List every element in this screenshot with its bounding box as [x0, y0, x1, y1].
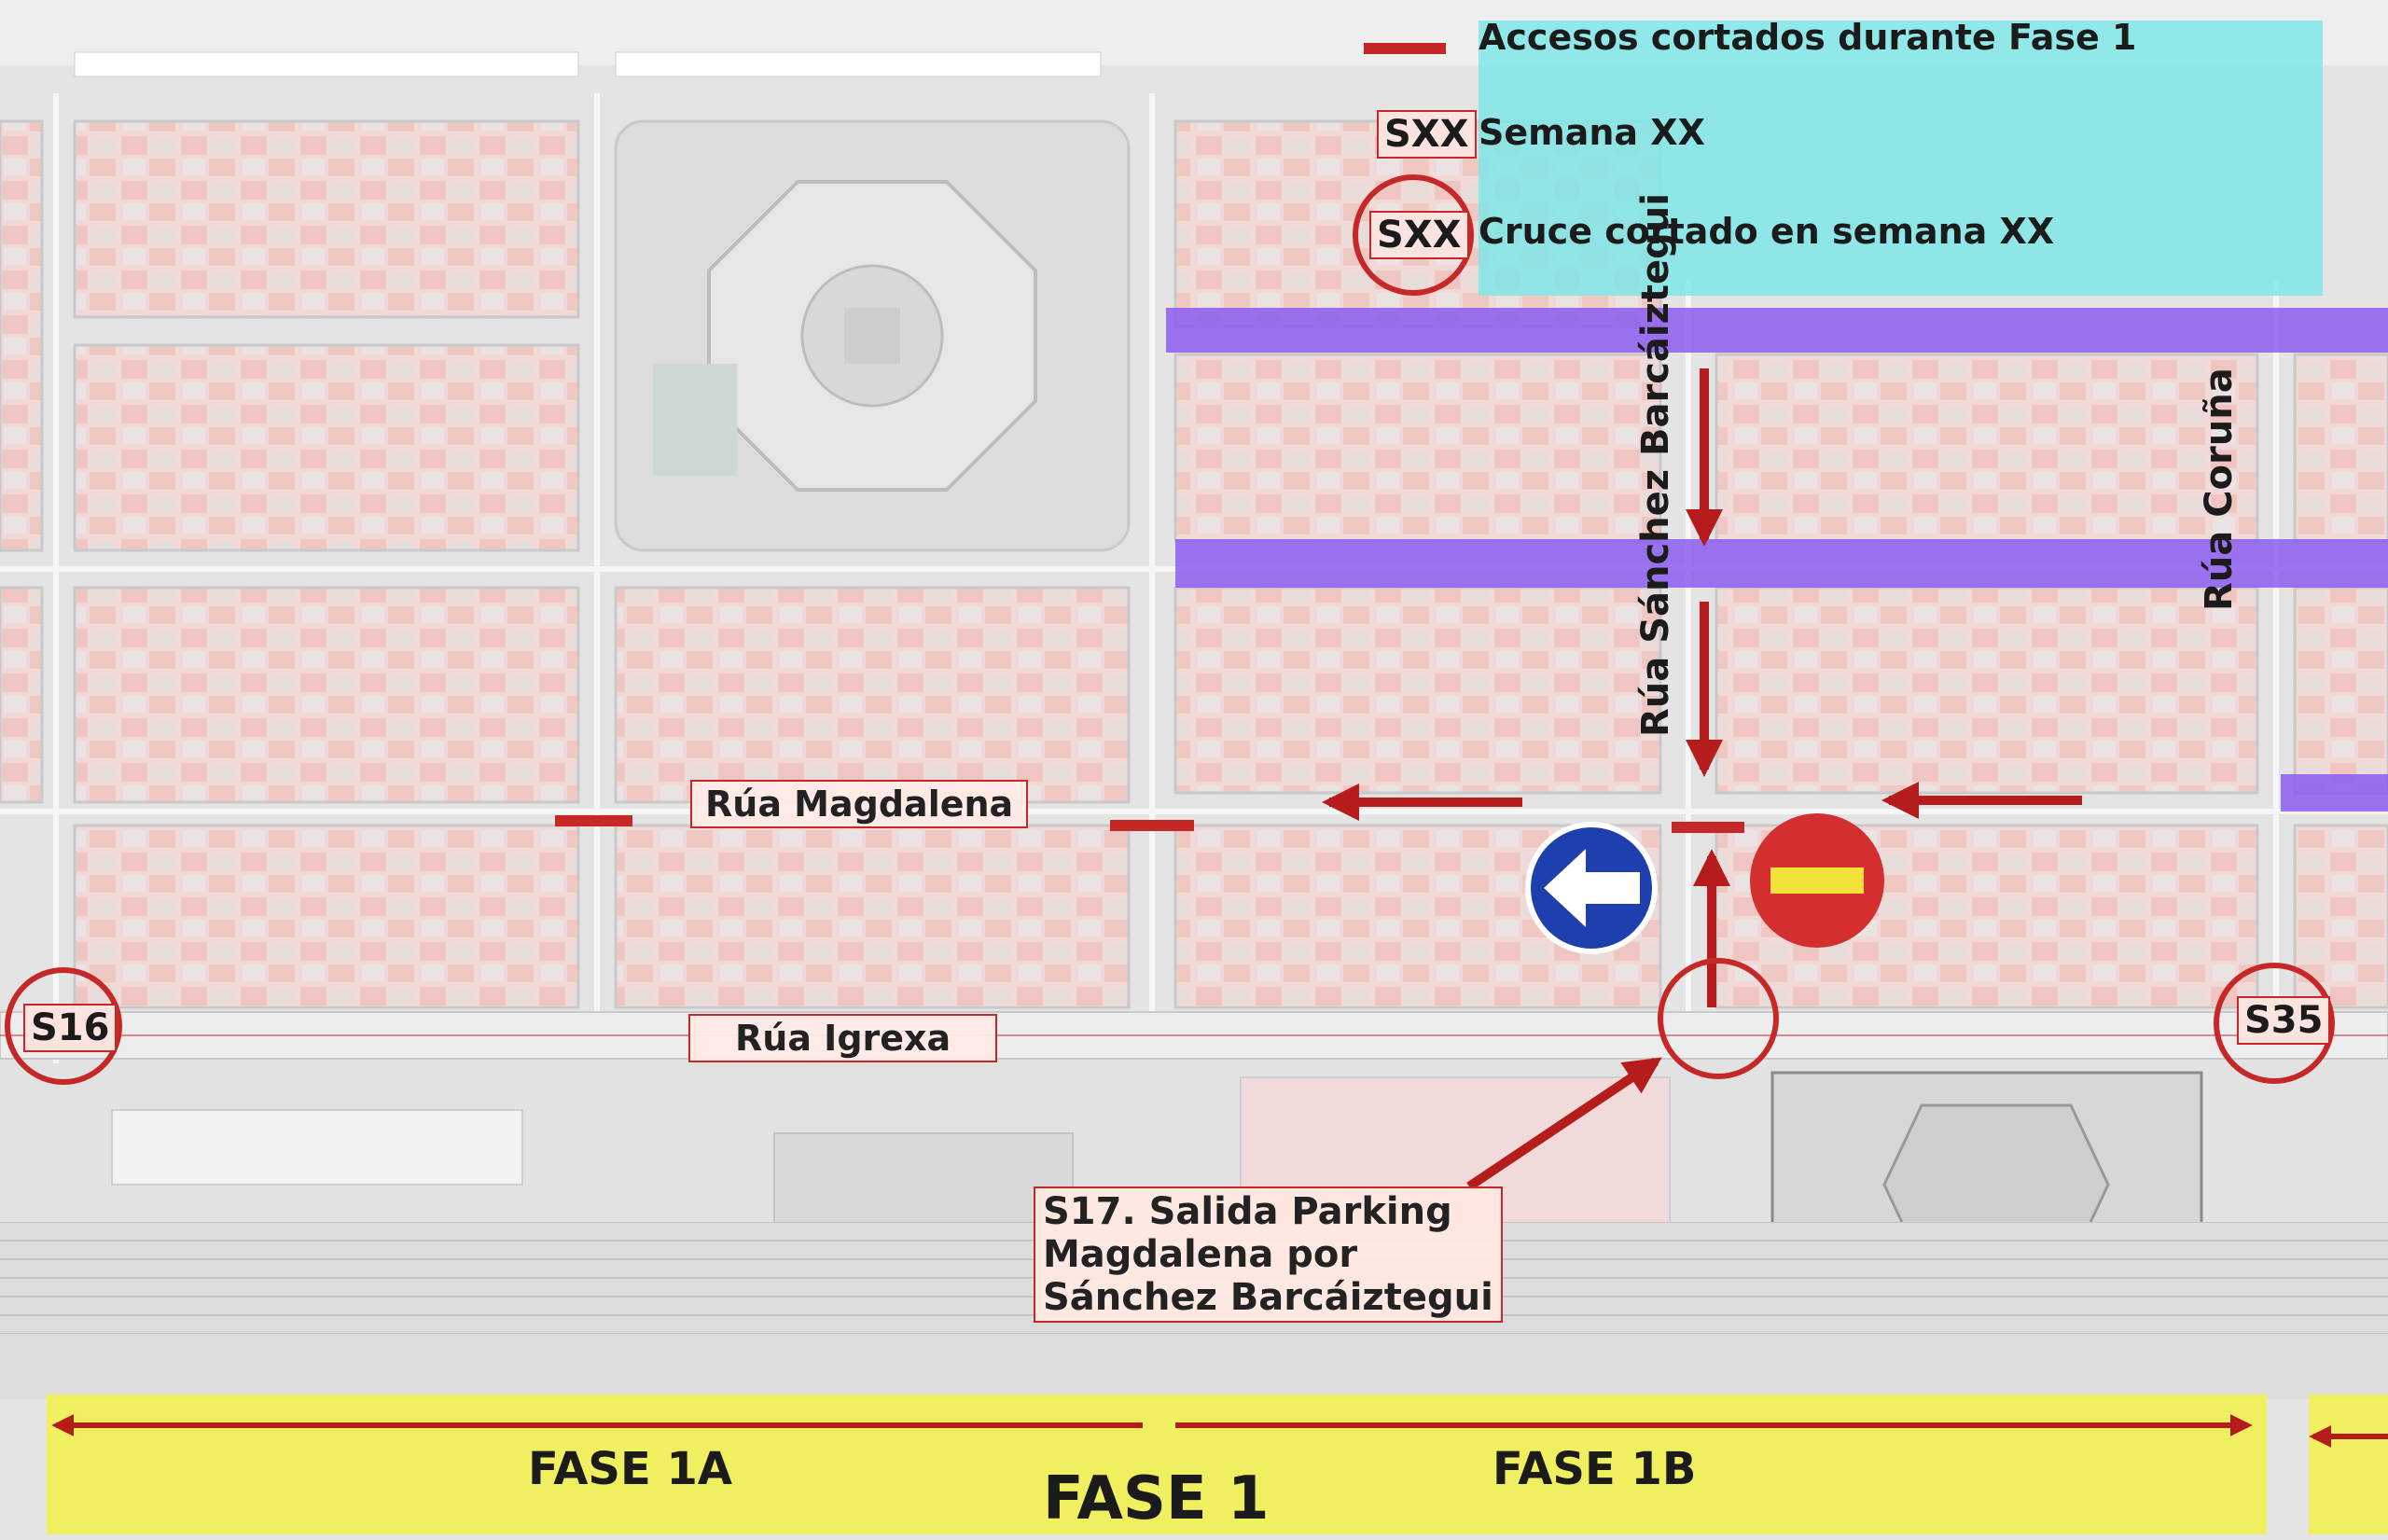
one-way-left-sign — [1525, 822, 1658, 954]
legend-week-label: Semana XX — [1479, 112, 1705, 153]
callout-line-1: S17. Salida Parking — [1043, 1190, 1452, 1233]
legend-week-code: SXX — [1377, 110, 1477, 159]
street-label-coruna: Rúa Coruña — [2198, 368, 2241, 611]
phase-1a-label: FASE 1A — [528, 1443, 733, 1495]
no-entry-icon — [1770, 867, 1864, 894]
phase-1-band — [47, 1394, 2267, 1534]
callout-line-3: Sánchez Barcáiztegui — [1043, 1276, 1493, 1319]
crossing-s35: S35 — [2237, 996, 2331, 1045]
arrow-left-icon — [1544, 849, 1640, 927]
phase-1-label: FASE 1 — [1043, 1464, 1270, 1533]
phase-1b-label: FASE 1B — [1492, 1443, 1697, 1495]
detour-bands — [1166, 308, 2388, 812]
plaza — [614, 119, 1131, 552]
traffic-arrows — [1322, 368, 2082, 1191]
legend-closed-access-label: Accesos cortados durante Fase 1 — [1479, 17, 2137, 58]
street-label-sanchez: Rúa Sánchez Barcáiztegui — [1634, 193, 1677, 737]
street-label-magdalena: Rúa Magdalena — [690, 780, 1029, 828]
phase-arrows — [51, 1414, 2388, 1448]
callout-line-2: Magdalena por — [1043, 1233, 1358, 1276]
street-label-igrexa: Rúa Igrexa — [688, 1014, 998, 1062]
legend-crossing-label: Cruce cortado en semana XX — [1479, 211, 2055, 252]
parking-exit-callout: S17. Salida Parking Magdalena por Sánche… — [1034, 1186, 1503, 1323]
closed-crossings — [5, 958, 2335, 1085]
crossing-s16: S16 — [23, 1004, 118, 1052]
legend-panel — [1479, 21, 2323, 296]
legend-crossing-code: SXX — [1369, 211, 1469, 259]
no-entry-sign — [1750, 813, 1884, 948]
next-phase-band — [2309, 1394, 2388, 1534]
closed-accesses — [555, 815, 1744, 833]
legend-crossing-circle — [1353, 174, 1474, 296]
